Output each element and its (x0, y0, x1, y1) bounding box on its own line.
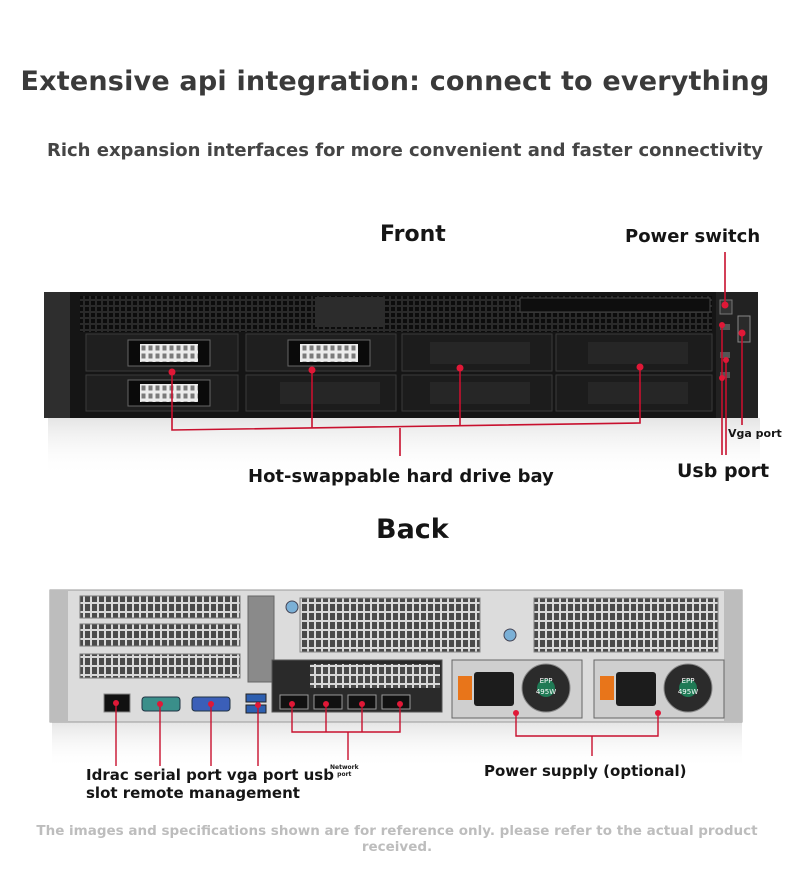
back-callout-lines (115, 703, 659, 766)
front-callout-dots (168, 301, 746, 381)
disclaimer: The images and specifications shown are … (36, 823, 758, 855)
front-vga-connector (737, 315, 751, 343)
rear-vent-right (533, 597, 719, 653)
page-title: Extensive api integration: connect to ev… (20, 66, 770, 97)
back-usb-port-1 (245, 693, 267, 703)
hdd-bay-label: Hot-swappable hard drive bay (248, 466, 554, 487)
front-label-plate (315, 297, 385, 327)
network-line2: port (337, 771, 352, 778)
psu2-watt: 495W (678, 688, 698, 696)
front-usb-label: Usb port (677, 460, 770, 482)
network-port-4 (381, 694, 411, 710)
front-heading: Front (380, 222, 446, 247)
front-vga-label: Vga port (728, 427, 782, 440)
power-supply-2 (593, 659, 725, 719)
power-supply-1 (451, 659, 583, 719)
front-left-ear (44, 292, 70, 418)
power-switch-label: Power switch (625, 226, 761, 247)
front-callout-lines (171, 252, 743, 456)
network-line1: Network (330, 764, 359, 771)
front-usb-connector (720, 324, 730, 330)
power-supply-label: Power supply (optional) (484, 762, 687, 780)
rear-vent-middle (299, 597, 481, 653)
optical-drive (519, 297, 711, 313)
back-reflection (52, 722, 742, 768)
back-heading: Back (376, 514, 449, 545)
psu1-badge: EPP (540, 677, 553, 685)
back-ports-line2: slot remote management (86, 784, 300, 802)
network-port-label: Network port (330, 764, 359, 778)
back-ports-line1: Idrac serial port vga port usb (86, 766, 334, 784)
psu1-watt: 495W (536, 688, 556, 696)
drive-bays (85, 333, 713, 412)
psu2-badge: EPP (682, 677, 695, 685)
page-subtitle: Rich expansion interfaces for more conve… (46, 140, 764, 161)
back-callout-dots (113, 700, 661, 716)
pcie-slots (79, 595, 275, 683)
front-reflection (48, 418, 760, 476)
back-ports-label: Idrac serial port vga port usb slot remo… (86, 766, 334, 802)
